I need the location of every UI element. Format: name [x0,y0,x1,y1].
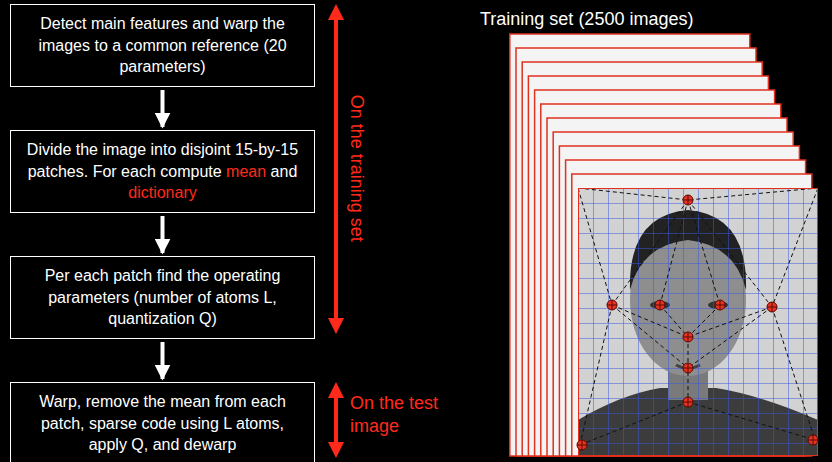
box-text: Per each patch find the operating parame… [21,265,304,330]
feature-points [577,195,818,450]
box-text: Detect main features and warp the images… [21,13,304,78]
box-text: Divide the image into disjoint 15-by-15 … [21,139,304,204]
highlight-word: mean [226,163,266,180]
process-box: Detect main features and warp the images… [10,4,315,87]
face-image [578,188,818,456]
highlight-word: dictionary [128,184,196,201]
figure-title: Training set (2500 images) [480,8,693,31]
feature-crosses [577,195,818,450]
flow-arrow [161,90,165,127]
box-text: Warp, remove the mean from each patch, s… [21,391,304,456]
stage-label: On the test image [350,392,442,437]
stage-label: On the training set [345,94,368,241]
flow-arrow [161,216,165,253]
process-box: Per each patch find the operating parame… [10,256,315,339]
process-box: Divide the image into disjoint 15-by-15 … [10,130,315,213]
process-box: Warp, remove the mean from each patch, s… [10,382,315,462]
training-bracket [334,12,338,326]
test-bracket [334,390,338,450]
flow-arrow [161,342,165,379]
